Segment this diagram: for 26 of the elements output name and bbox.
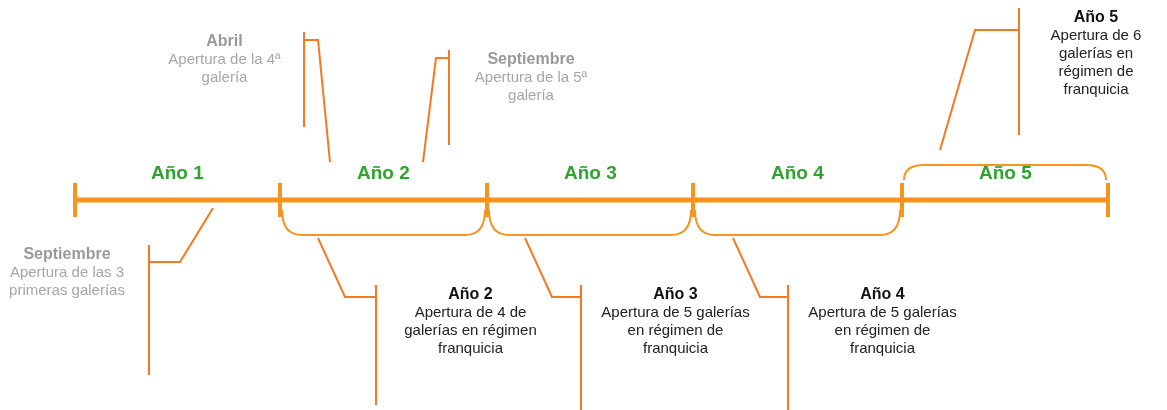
callout-heading: Septiembre xyxy=(22,245,112,263)
leader-line xyxy=(939,29,1019,151)
callout-heading: Año 3 xyxy=(652,285,699,303)
year-label: Año 1 xyxy=(151,162,204,184)
leader-line xyxy=(422,57,449,163)
year-label: Año 5 xyxy=(979,162,1032,184)
year-label: Año 4 xyxy=(771,162,824,184)
callout-text: Apertura de la 4ª galería xyxy=(167,50,282,86)
leader-line xyxy=(317,237,376,298)
callout-text: Apertura de 4 de galerías en régimen franquicia xyxy=(403,303,538,357)
leader-line xyxy=(149,207,214,263)
year-label: Año 3 xyxy=(564,162,617,184)
year-label: Año 2 xyxy=(357,162,410,184)
leader-line xyxy=(732,237,788,298)
callout-text: Apertura de la 5ª galería xyxy=(473,68,589,104)
leader-line xyxy=(304,39,331,163)
callout-heading: Año 4 xyxy=(859,285,906,303)
callout-text: Apertura de las 3 primeras galerías xyxy=(8,263,126,299)
callout-heading: Septiembre xyxy=(486,50,576,68)
callout-text: Apertura de 5 galerías en régimen de franquicia xyxy=(807,303,958,357)
callout-heading: Año 2 xyxy=(447,285,494,303)
leader-line xyxy=(524,237,581,298)
callout-heading: Año 5 xyxy=(1072,8,1120,26)
callout-text: Apertura de 5 galerías en régimen de franquicia xyxy=(600,303,751,357)
callout-heading: Abril xyxy=(205,32,244,50)
callout-text: Apertura de 6 galerías en régimen de franquicia xyxy=(1049,26,1143,98)
